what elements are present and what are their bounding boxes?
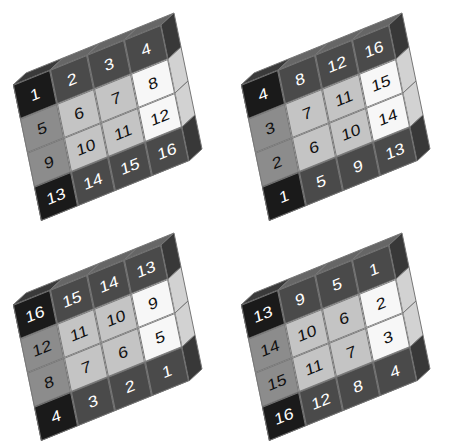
cube-number: 11 [304, 356, 324, 378]
cube-number: 11 [113, 121, 133, 143]
cube-number: 16 [156, 140, 178, 163]
cube-number: 9 [294, 290, 306, 309]
cube-number: 6 [338, 309, 350, 328]
cube-number: 6 [308, 138, 320, 157]
cube-number: 14 [82, 170, 104, 193]
cube-number: 8 [352, 377, 364, 396]
cube-number: 12 [326, 53, 348, 76]
cube-number: 1 [278, 187, 290, 206]
cube-number: 13 [45, 185, 67, 208]
cube-number: 12 [149, 106, 171, 129]
cube-number: 15 [119, 155, 141, 178]
cube-number: 2 [271, 153, 283, 172]
cube-number: 11 [69, 322, 89, 344]
cube-number: 9 [147, 294, 159, 313]
cube-number: 3 [87, 392, 99, 411]
cube-number: 10 [296, 322, 318, 345]
cube-number: 15 [370, 72, 392, 95]
cube-number: 8 [147, 74, 159, 93]
cube-number: 3 [103, 55, 115, 74]
cube-number: 4 [140, 40, 152, 59]
cube-number: 13 [135, 258, 157, 281]
cube-number: 2 [124, 377, 136, 396]
cube-number: 13 [252, 303, 274, 326]
cube-number: 4 [257, 85, 269, 104]
cube-number: 14 [377, 106, 399, 129]
cube-number: 8 [43, 373, 55, 392]
cube-number: 9 [43, 153, 55, 172]
cube-number: 7 [345, 343, 357, 362]
cube-number: 5 [315, 172, 327, 191]
cube-number: 12 [310, 390, 332, 413]
cube-number: 10 [105, 307, 127, 330]
cube-number: 8 [294, 70, 306, 89]
cube-number: 16 [363, 38, 385, 61]
cube-number: 14 [259, 337, 281, 360]
cube-number: 6 [117, 343, 129, 362]
cube-number: 4 [389, 362, 401, 381]
cube-number: 5 [154, 328, 166, 347]
cube-number: 1 [161, 362, 173, 381]
cube-number: 3 [382, 328, 394, 347]
cube-number: 1 [29, 85, 41, 104]
cube-number: 14 [98, 273, 120, 296]
cube-number: 7 [80, 358, 92, 377]
cube-number: 9 [352, 157, 364, 176]
cube-number: 7 [301, 104, 313, 123]
cube-number: 4 [50, 407, 62, 426]
cube-number: 16 [24, 303, 46, 326]
cube-number: 1 [368, 260, 380, 279]
cube-number: 15 [266, 371, 288, 394]
cube-number: 10 [75, 136, 97, 159]
cube-number: 12 [31, 337, 53, 360]
cube-number: 2 [66, 70, 78, 89]
cube-number: 6 [73, 104, 85, 123]
cube-number: 7 [110, 89, 122, 108]
cube-number: 5 [331, 275, 343, 294]
cube-number: 2 [375, 294, 387, 313]
cube-number: 3 [264, 119, 276, 138]
cube-number: 11 [334, 87, 354, 109]
cube-number: 16 [273, 405, 295, 428]
cube-number: 5 [36, 119, 48, 138]
cube-number: 13 [384, 140, 406, 163]
cube-number: 15 [61, 288, 83, 311]
cube-number: 10 [340, 121, 362, 144]
